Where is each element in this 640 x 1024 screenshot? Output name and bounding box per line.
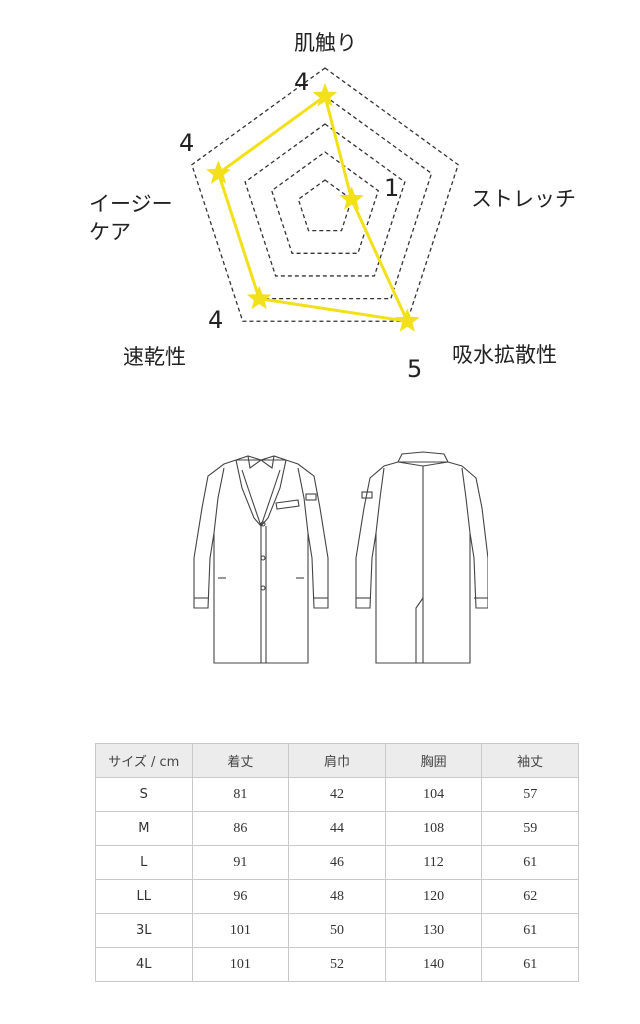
measurement-cell: 48 bbox=[288, 879, 386, 914]
value-label-absorption: 5 bbox=[407, 355, 423, 383]
radar-ring-1 bbox=[297, 179, 353, 232]
axis-label-absorption: 吸水拡散性 bbox=[452, 343, 557, 367]
radar-chart: 肌触り ストレッチ 吸水拡散性 速乾性 イージーケア 4 1 5 4 4 bbox=[0, 0, 640, 400]
header-shoulder: 肩巾 bbox=[288, 743, 386, 778]
measurement-cell: 120 bbox=[384, 879, 483, 914]
value-label-easy-care: 4 bbox=[179, 129, 195, 157]
axis-label-stretch: ストレッチ bbox=[471, 187, 576, 211]
axis-label-easy-care: イージーケア bbox=[89, 192, 173, 244]
value-label-stretch: 1 bbox=[384, 174, 400, 202]
measurement-cell: 59 bbox=[481, 811, 579, 846]
measurement-cell: 140 bbox=[384, 947, 483, 982]
measurement-cell: 44 bbox=[288, 811, 386, 846]
size-cell: M bbox=[95, 811, 193, 846]
measurement-cell: 50 bbox=[288, 913, 386, 948]
axis-label-quick-dry: 速乾性 bbox=[123, 345, 186, 369]
measurement-cell: 104 bbox=[384, 777, 483, 812]
radar-series-line bbox=[216, 94, 409, 323]
radar-star-point-2 bbox=[394, 308, 420, 332]
radar-star-point-0 bbox=[312, 83, 338, 107]
measurement-cell: 108 bbox=[384, 811, 483, 846]
size-table-header-row: サイズ / cm 着丈 肩巾 胸囲 袖丈 bbox=[95, 743, 579, 778]
radar-ring-2 bbox=[270, 151, 380, 254]
radar-ring-5 bbox=[191, 67, 459, 322]
measurement-cell: 86 bbox=[191, 811, 290, 846]
lab-coat-front-icon bbox=[193, 455, 329, 664]
size-cell: 4L bbox=[95, 947, 193, 982]
measurement-cell: 42 bbox=[288, 777, 386, 812]
measurement-cell: 57 bbox=[481, 777, 579, 812]
header-size: サイズ / cm bbox=[95, 743, 193, 778]
size-cell: S bbox=[95, 777, 193, 812]
measurement-cell: 52 bbox=[288, 947, 386, 982]
measurement-cell: 96 bbox=[191, 879, 290, 914]
size-cell: L bbox=[95, 845, 193, 880]
coat-illustrations bbox=[193, 451, 488, 664]
value-label-quick-dry: 4 bbox=[208, 306, 224, 334]
measurement-cell: 91 bbox=[191, 845, 290, 880]
radar-star-point-1 bbox=[339, 186, 364, 210]
lab-coat-back-icon bbox=[355, 451, 488, 664]
header-sleeve: 袖丈 bbox=[481, 743, 579, 778]
radar-svg bbox=[191, 67, 459, 332]
radar-star-point-4 bbox=[206, 160, 231, 184]
header-length: 着丈 bbox=[191, 743, 290, 778]
measurement-cell: 101 bbox=[191, 913, 290, 948]
value-label-skin-feel: 4 bbox=[294, 68, 310, 96]
size-cell: LL bbox=[95, 879, 193, 914]
measurement-cell: 62 bbox=[481, 879, 579, 914]
measurement-cell: 61 bbox=[481, 845, 579, 880]
measurement-cell: 46 bbox=[288, 845, 386, 880]
radar-ring-3 bbox=[244, 123, 406, 277]
radar-star-point-3 bbox=[246, 285, 272, 310]
header-chest: 胸囲 bbox=[384, 743, 483, 778]
measurement-cell: 101 bbox=[191, 947, 290, 982]
size-cell: 3L bbox=[95, 913, 193, 948]
measurement-cell: 130 bbox=[384, 913, 483, 948]
measurement-cell: 112 bbox=[384, 845, 483, 880]
measurement-cell: 61 bbox=[481, 913, 579, 948]
measurement-cell: 81 bbox=[191, 777, 290, 812]
axis-label-skin-feel: 肌触り bbox=[294, 31, 357, 55]
measurement-cell: 61 bbox=[481, 947, 579, 982]
